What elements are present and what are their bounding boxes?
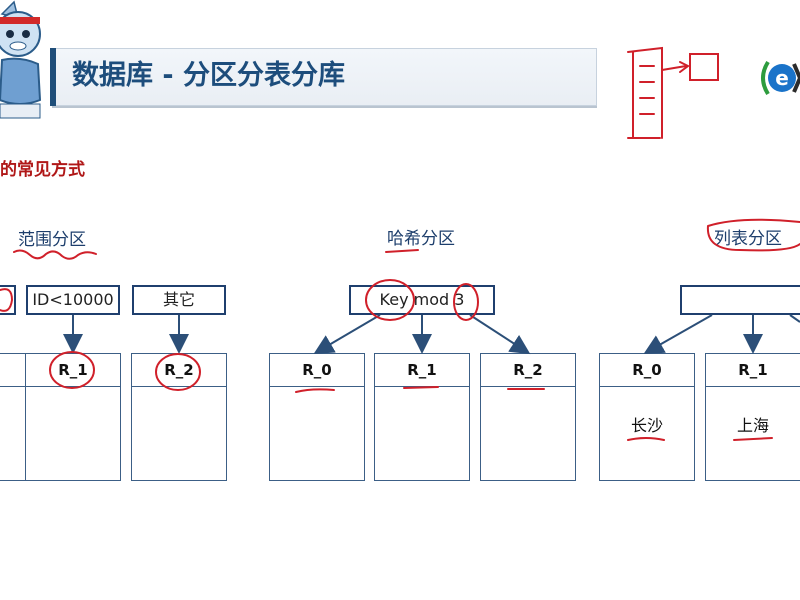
table-name: R_2 bbox=[132, 354, 226, 387]
range-partition-title: 范围分区 bbox=[18, 230, 86, 250]
range-key-box: 其它 bbox=[132, 285, 226, 315]
list-partition-title: 列表分区 bbox=[714, 229, 782, 249]
table-value: 长沙 bbox=[630, 416, 663, 435]
partition-table: R_1 bbox=[25, 353, 121, 481]
range-key-box: ID<10000 bbox=[26, 285, 120, 315]
section-subtitle: 的常见方式 bbox=[0, 160, 85, 180]
title-banner-accent bbox=[50, 48, 56, 106]
hash-key-box: Key mod 3 bbox=[349, 285, 495, 315]
table-value: 上海 bbox=[736, 416, 769, 435]
table-name: R_1 bbox=[375, 354, 469, 387]
list-key-box bbox=[680, 285, 800, 315]
partition-table: R_0 bbox=[269, 353, 365, 481]
table-name: R_0 bbox=[270, 354, 364, 387]
hash-partition-title: 哈希分区 bbox=[387, 229, 455, 249]
svg-text:e: e bbox=[775, 66, 789, 90]
table-name: R_1 bbox=[26, 354, 120, 387]
arrow bbox=[789, 314, 800, 323]
arrow bbox=[469, 314, 531, 355]
title-banner bbox=[50, 48, 597, 106]
partition-table: R_2 bbox=[131, 353, 227, 481]
title-banner-shadow bbox=[52, 104, 597, 108]
e-logo-icon: e bbox=[758, 58, 800, 98]
range-key-box-cropped bbox=[0, 285, 16, 315]
partition-table: R_2 bbox=[480, 353, 576, 481]
table-name: R_0 bbox=[600, 354, 694, 387]
partition-table: R_1 bbox=[374, 353, 470, 481]
mascot-icon bbox=[0, 0, 44, 120]
arrow bbox=[643, 314, 713, 354]
arrow bbox=[313, 314, 381, 355]
table-name: R_2 bbox=[481, 354, 575, 387]
partition-table: R_0 长沙 bbox=[599, 353, 695, 481]
partition-table: R_1 上海 bbox=[705, 353, 800, 481]
slide-title: 数据库 - 分区分表分库 bbox=[72, 60, 346, 91]
table-name: R_1 bbox=[706, 354, 800, 387]
